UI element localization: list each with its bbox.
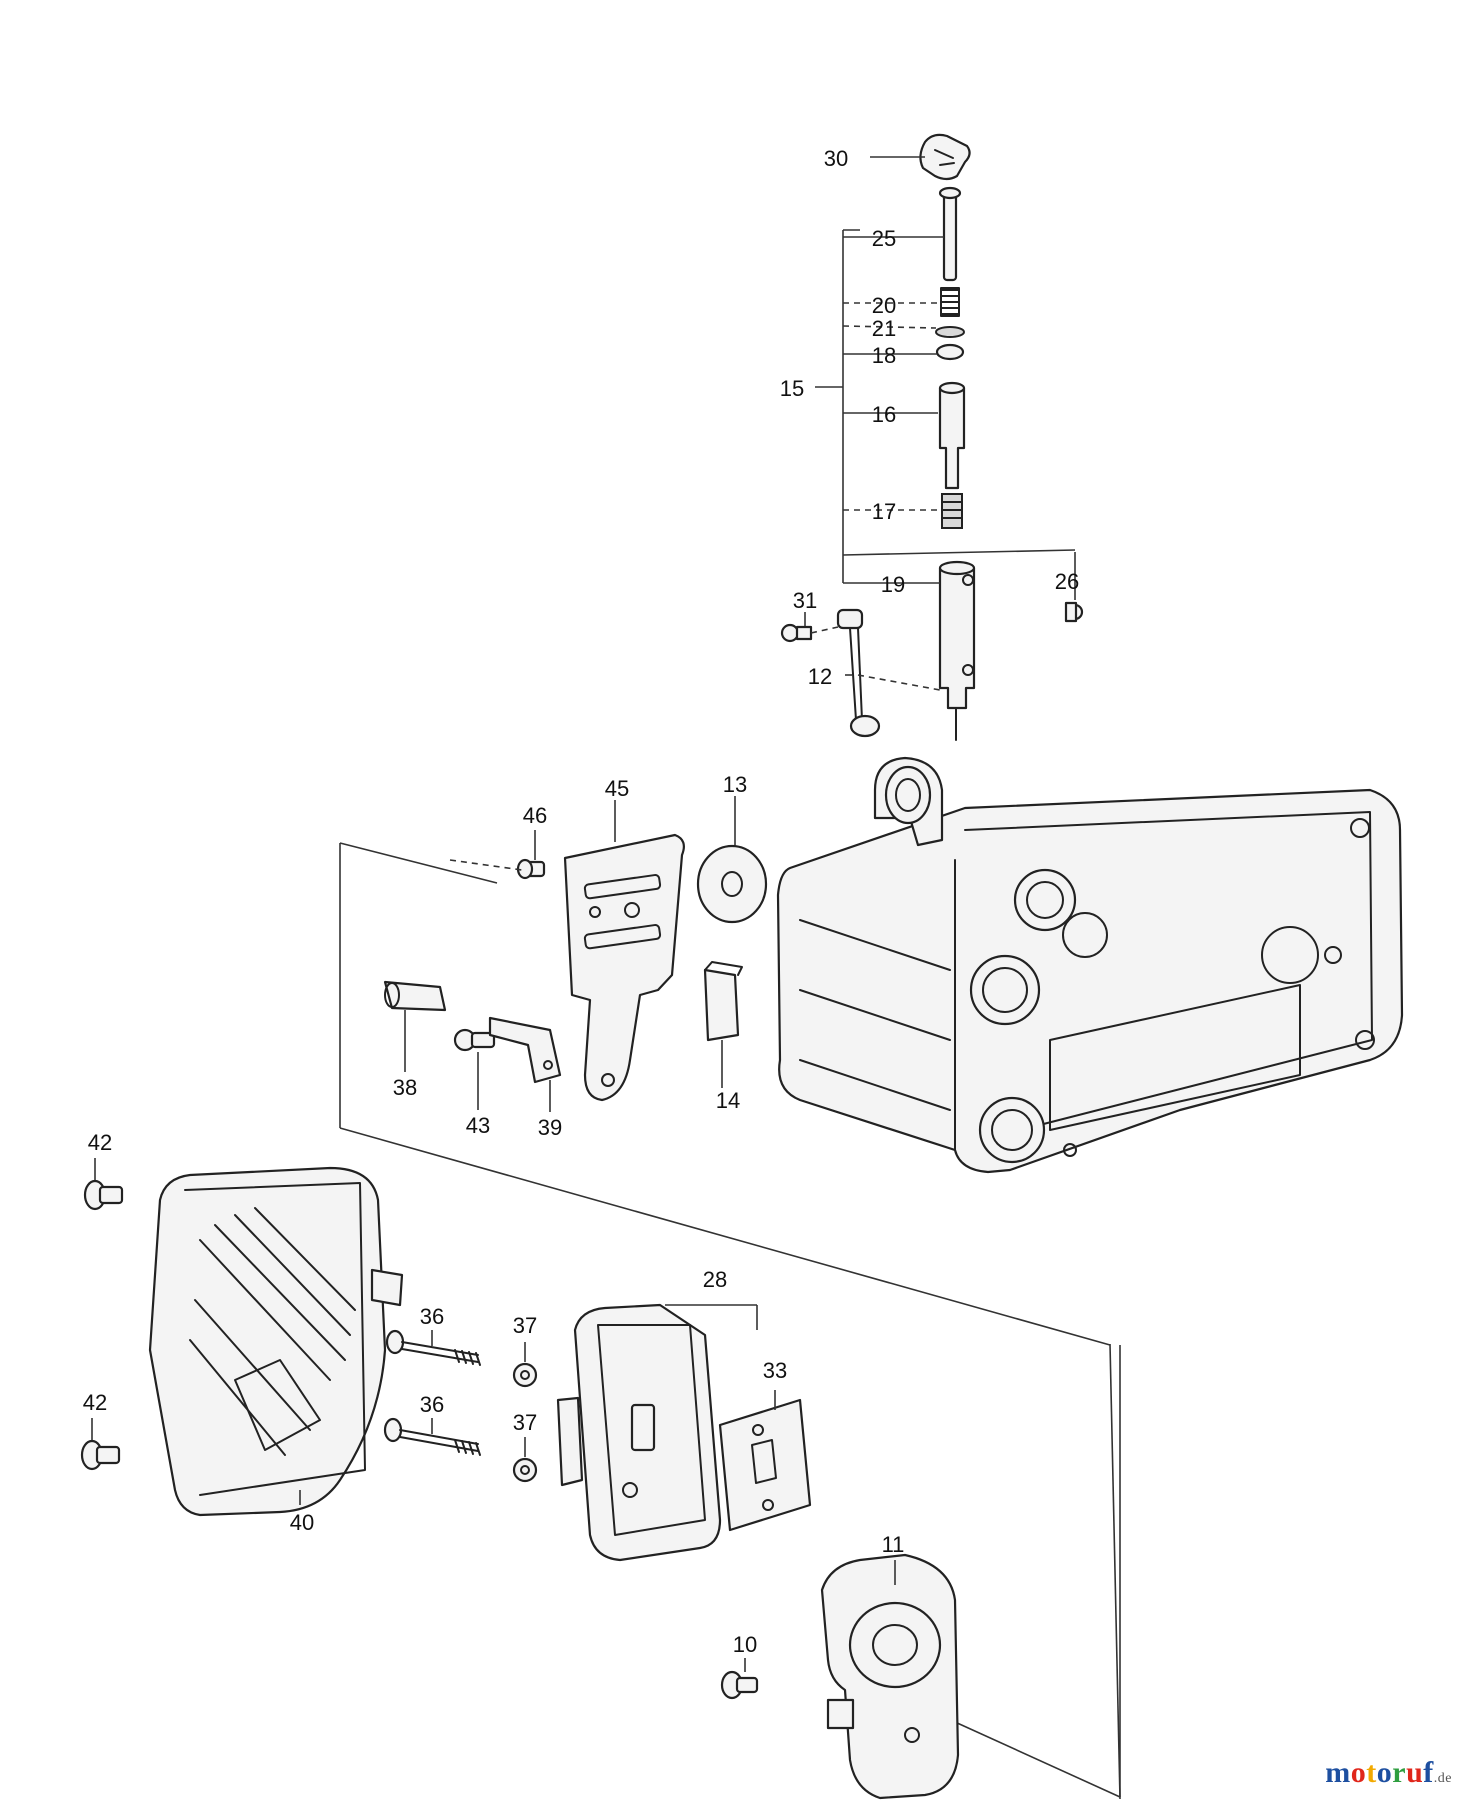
label-33: 33	[763, 1358, 787, 1383]
part-45-bracket	[563, 833, 685, 1102]
label-13: 13	[723, 772, 747, 797]
part-40-muffler-cover	[148, 1166, 404, 1517]
label-12: 12	[808, 664, 832, 689]
part-26-screw	[1064, 601, 1084, 623]
label-40: 40	[290, 1510, 314, 1535]
part-14-block	[703, 961, 743, 1042]
label-36-top: 36	[420, 1304, 444, 1329]
watermark-suffix: .de	[1433, 1771, 1452, 1786]
part-36-bolt	[385, 1329, 481, 1366]
label-46: 46	[523, 803, 547, 828]
label-38: 38	[393, 1075, 417, 1100]
callout-frame-line	[339, 842, 498, 884]
part-37-washer	[512, 1457, 538, 1483]
label-42-bottom: 42	[83, 1390, 107, 1415]
part-13-bushing	[696, 844, 768, 924]
watermark-letter: m	[1325, 1756, 1351, 1789]
label-26: 26	[1055, 569, 1079, 594]
label-10: 10	[733, 1632, 757, 1657]
part-30-adjuster-cap	[919, 133, 971, 181]
part-19-valve-body	[938, 560, 976, 741]
label-43: 43	[466, 1113, 490, 1138]
part-12-rod	[836, 608, 881, 738]
watermark-letter: u	[1406, 1756, 1424, 1789]
leader-lines	[91, 156, 1076, 1672]
callout-frame-line	[954, 1721, 1121, 1798]
label-36-bottom: 36	[420, 1392, 444, 1417]
label-19: 19	[881, 572, 905, 597]
watermark-letter: r	[1392, 1756, 1407, 1789]
part-33-gasket	[718, 1398, 812, 1532]
label-31: 31	[793, 588, 817, 613]
label-37-top: 37	[513, 1313, 537, 1338]
part-25-pin	[938, 186, 962, 282]
label-16: 16	[872, 402, 896, 427]
part-11-cooling-plate	[820, 1553, 960, 1800]
part-28-muffler	[556, 1303, 722, 1562]
part-31-screw	[780, 623, 813, 643]
part-37-washer	[512, 1362, 538, 1388]
label-28: 28	[703, 1267, 727, 1292]
label-21: 21	[872, 316, 896, 341]
part-10-screw	[720, 1670, 759, 1700]
label-42-top: 42	[88, 1130, 112, 1155]
label-45: 45	[605, 776, 629, 801]
watermark-letter: f	[1423, 1756, 1434, 1789]
label-14: 14	[716, 1088, 740, 1113]
label-20: 20	[872, 293, 896, 318]
watermark-letter: o	[1350, 1756, 1367, 1789]
part-42-screw	[80, 1439, 121, 1471]
watermark-letter: t	[1366, 1756, 1377, 1789]
callout-frame-line	[1109, 1343, 1121, 1800]
label-15: 15	[780, 376, 804, 401]
crankcase-housing	[776, 756, 1404, 1174]
label-30: 30	[824, 146, 848, 171]
part-16-sleeve	[938, 381, 966, 490]
part-46-screw	[516, 858, 546, 880]
watermark-letter: o	[1376, 1756, 1393, 1789]
label-39: 39	[538, 1115, 562, 1140]
part-43-screw	[453, 1028, 496, 1052]
callout-frame-line	[339, 1127, 1111, 1346]
part-36-bolt	[383, 1417, 481, 1456]
label-37-bottom: 37	[513, 1410, 537, 1435]
part-39-plate	[488, 1016, 562, 1084]
motoruf-logo-watermark: motoruf.de	[1325, 1756, 1452, 1790]
part-21-washer	[935, 326, 965, 338]
label-25: 25	[872, 226, 896, 251]
part-18-seal	[935, 343, 965, 361]
label-18: 18	[872, 343, 896, 368]
label-17: 17	[872, 499, 896, 524]
part-17-spring	[941, 493, 963, 529]
part-42-screw	[83, 1179, 124, 1211]
part-38-clip	[383, 980, 447, 1012]
part-labels: 30 25 20 21 18 15 16 17 19 26 31 12 46 4…	[83, 146, 1079, 1657]
part-20-spring	[940, 287, 960, 317]
label-11: 11	[882, 1532, 905, 1557]
